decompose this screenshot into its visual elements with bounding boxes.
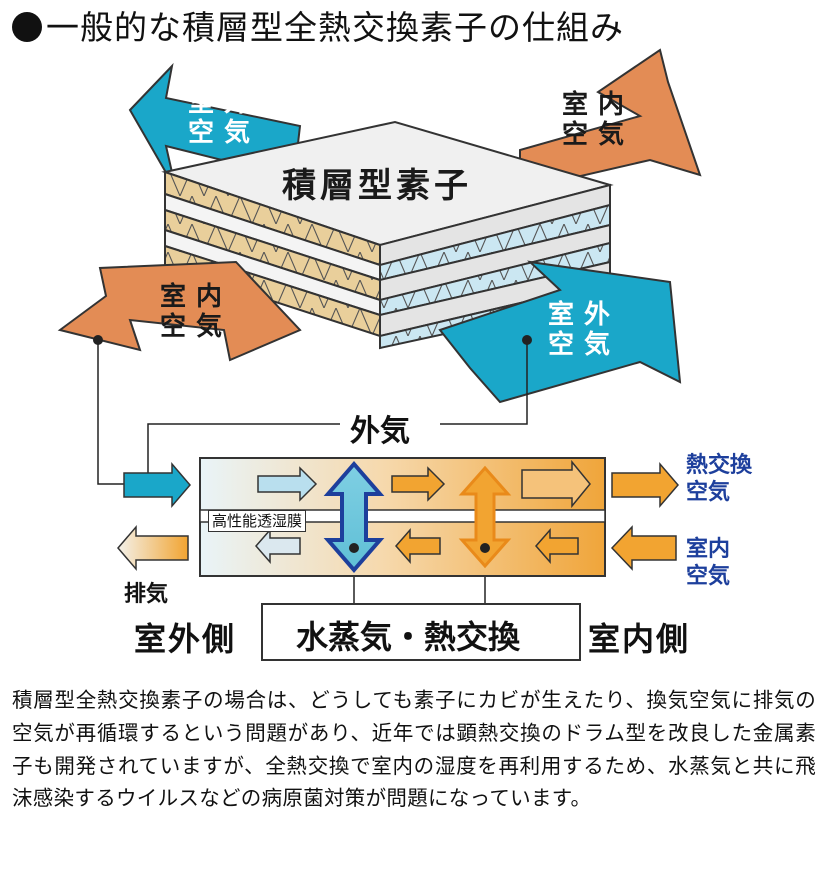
room-air-in-arrow	[610, 525, 677, 571]
flow-arrows	[255, 459, 591, 564]
top-right-line2: 空気	[562, 120, 635, 150]
heat-exchange-diagram	[57, 48, 702, 661]
heat-exchanged-air-label: 熱交換 空気	[686, 452, 752, 506]
heat-exchanged-line2: 空気	[686, 480, 731, 505]
outside-air-in-arrow	[123, 461, 191, 509]
mid-right-line2: 空気	[548, 330, 621, 360]
exchange-label-box	[261, 603, 581, 661]
top-left-line1: 室外	[188, 88, 261, 118]
exhaust-out-arrow	[117, 524, 189, 572]
leader-dot-1	[93, 335, 103, 345]
heat-arrow	[458, 465, 512, 569]
mid-right-line1: 室外	[548, 300, 621, 330]
mid-left-line2: 空気	[160, 312, 233, 342]
element-label: 積層型素子	[282, 166, 472, 206]
mid-right-arrow-label: 室外 空気	[548, 300, 620, 360]
membrane-label: 高性能透湿膜	[208, 510, 307, 532]
exhaust-label: 排気	[124, 582, 169, 607]
room-air-label: 室内 空気	[686, 536, 730, 590]
outdoor-side-label: 室外側	[134, 620, 237, 658]
title-text: 一般的な積層型全熱交換素子の仕組み	[46, 8, 624, 47]
indoor-side-label: 室内側	[588, 620, 691, 658]
heat-exchanged-line1: 熱交換	[686, 453, 753, 478]
heat-exchanged-air-arrow	[611, 461, 679, 509]
water-vapor-arrow	[323, 460, 385, 574]
top-right-line1: 室内	[562, 90, 635, 120]
mid-left-arrow-label: 室内 空気	[160, 282, 232, 342]
bullet-icon	[12, 12, 42, 42]
top-left-arrow-label: 室外 空気	[188, 88, 260, 148]
top-right-arrow-label: 室内 空気	[562, 90, 634, 150]
exchange-label: 水蒸気・熱交換	[296, 618, 521, 656]
description-paragraph: 積層型全熱交換素子の場合は、どうしても素子にカビが生えたり、換気空気に排気の空気…	[12, 688, 816, 811]
outdoor-air-out-arrow	[438, 260, 682, 404]
leader-dot-5	[480, 543, 490, 553]
top-left-line2: 空気	[188, 118, 261, 148]
diagram-title: 一般的な積層型全熱交換素子の仕組み	[12, 6, 624, 50]
room-air-line1: 室内	[686, 537, 731, 562]
leader-dot-4	[349, 543, 359, 553]
outside-air-label: 外気	[346, 406, 414, 450]
room-air-line2: 空気	[686, 564, 731, 589]
mid-left-line1: 室内	[160, 282, 233, 312]
indoor-air-out-arrow	[57, 260, 302, 362]
leader-dot-2	[522, 335, 532, 345]
